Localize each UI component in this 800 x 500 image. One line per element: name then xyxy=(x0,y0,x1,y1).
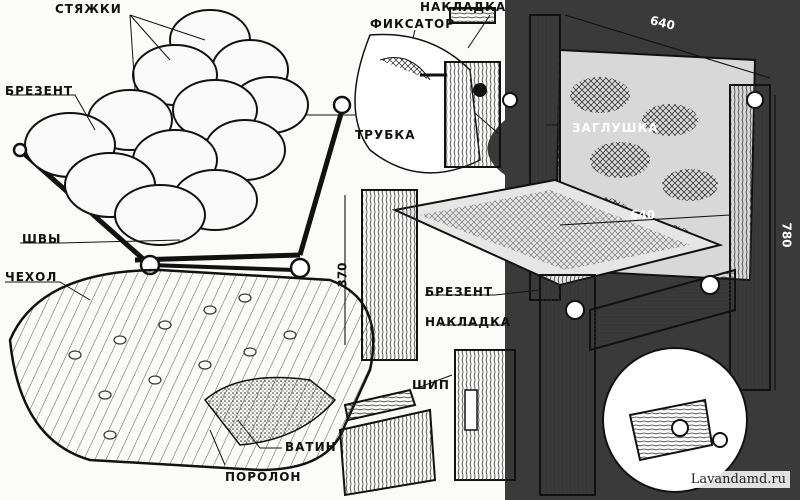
joint-details xyxy=(338,349,516,497)
zoom-circle-detail xyxy=(602,347,748,493)
dimension-width-seat: 640 xyxy=(630,208,656,222)
label-brezent-mid: БРЕЗЕНТ xyxy=(425,285,494,299)
folding-chair-cushions xyxy=(12,9,352,279)
label-nakladka-bottom: НАКЛАДКА xyxy=(425,315,512,329)
dimension-height-right: 780 xyxy=(779,222,794,248)
label-chekhol: ЧЕХОЛ xyxy=(5,270,58,284)
label-brezent-top: БРЕЗЕНТ xyxy=(5,84,74,98)
cover-mattress xyxy=(8,268,375,472)
label-shvy: ШВЫ xyxy=(22,232,62,246)
fixator-detail xyxy=(354,7,518,174)
label-porolon: ПОРОЛОН xyxy=(225,470,302,484)
label-zaglushka: ЗАГЛУШКА xyxy=(572,121,659,135)
watermark: Lavandamd.ru xyxy=(686,471,790,488)
label-nakladka-top: НАКЛАДКА xyxy=(420,0,507,14)
label-styazhki: СТЯЖКИ xyxy=(55,2,122,16)
label-trubka: ТРУБКА xyxy=(355,128,416,142)
label-fiksator: ФИКСАТОР xyxy=(370,17,456,31)
dimension-height-left: 370 xyxy=(335,262,350,288)
dimension-lines xyxy=(344,14,776,390)
label-ship: ШИП xyxy=(412,378,450,392)
label-vatin: ВАТИН xyxy=(285,440,337,454)
